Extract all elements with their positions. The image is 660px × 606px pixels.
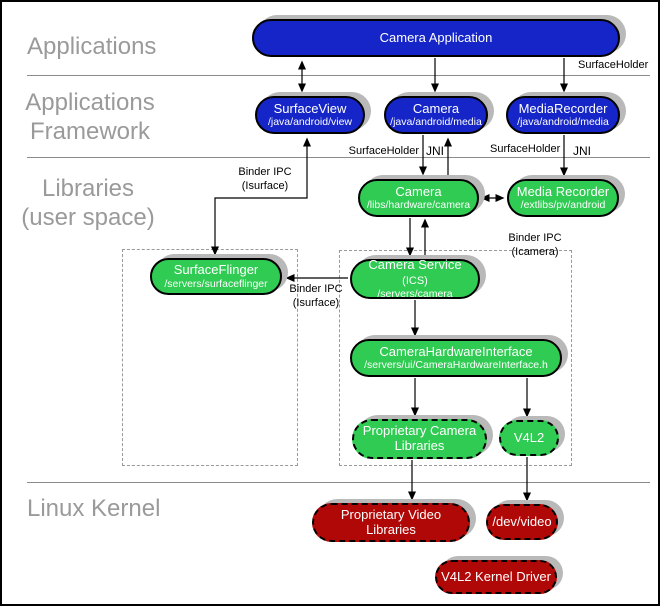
node-v4l2-title: V4L2 [513,429,545,445]
divider-libraries-kernel [27,482,650,483]
node-mediarecorder-java-path: /java/android/media [517,116,609,129]
node-mediarecorder-libs-title: Media Recorder [516,183,610,199]
layer-label-framework-line1: Applications [25,89,155,116]
layer-label-applications: Applications [27,33,157,60]
label-binder-ipc-isurface-mid: Binder IPC (Isurface) [284,283,348,311]
node-surfaceflinger: SurfaceFlinger /servers/surfaceflinger [150,258,282,295]
layer-label-libraries: Libraries (user space) [2,174,174,233]
label-surfaceholder-mediarecorder: SurfaceHolder [490,143,561,155]
node-dev-video: /dev/video [486,504,558,540]
node-camera-hardware-interface-path: /servers/ui/CameraHardwareInterface.h [364,359,548,372]
node-camera-libs: Camera /libs/hardware/camera [358,179,479,217]
node-camera-java-title: Camera [412,100,460,116]
layer-label-framework-line2: Framework [29,118,150,146]
node-camera-service-suffix: (ICS) [402,274,428,287]
node-surfaceview-path: /java/android/view [267,116,353,129]
label-binder-ipc-icamera: Binder IPC (Icamera) [490,232,580,260]
node-camera-hardware-interface: CameraHardwareInterface /servers/ui/Came… [350,339,562,377]
node-surfaceview-title: SurfaceView [273,100,347,116]
node-camera-service-title: Camera Service (ICS) [356,258,474,287]
node-camera-application-title: Camera Application [379,29,493,45]
node-v4l2-kernel-driver-title: V4L2 Kernel Driver [441,568,551,584]
surfaceflinger-group-rect [122,249,298,466]
label-surfaceholder-camera: SurfaceHolder [348,145,419,157]
layer-label-framework: Applications Framework [10,88,170,147]
label-binder-ipc-isurface-mid-line1: Binder IPC [289,283,343,295]
camera-service-group-rect [339,250,572,466]
node-surfaceview: SurfaceView /java/android/view [255,96,365,134]
node-mediarecorder-java: MediaRecorder /java/android/media [506,96,620,134]
node-proprietary-camera-libraries: Proprietary Camera Libraries [352,419,487,459]
node-surfaceflinger-title: SurfaceFlinger [173,262,259,278]
node-camera-service-name: Camera Service [368,257,462,273]
node-proprietary-video-libraries-title: Proprietary Video Libraries [340,506,442,537]
node-camera-hardware-interface-title: CameraHardwareInterface [379,343,533,359]
node-dev-video-title: /dev/video [492,513,552,529]
node-v4l2: V4L2 [499,420,559,456]
label-jni-mediarecorder: JNI [573,144,591,158]
label-jni-camera: JNI [426,144,444,158]
label-binder-ipc-isurface-mid-line2: (Isurface) [292,296,340,309]
divider-framework-libraries [27,157,650,158]
label-surfaceholder-top: SurfaceHolder [578,59,649,71]
node-mediarecorder-libs-path: /extlibs/pv/android [520,199,606,212]
node-camera-libs-path: /libs/hardware/camera [366,199,471,212]
node-camera-application: Camera Application [252,19,620,57]
node-v4l2-kernel-driver: V4L2 Kernel Driver [435,560,557,594]
node-camera-java-path: /java/android/media [390,116,482,129]
node-camera-java: Camera /java/android/media [384,96,488,134]
node-surfaceflinger-path: /servers/surfaceflinger [164,277,268,290]
node-mediarecorder-libs: Media Recorder /extlibs/pv/android [507,179,619,217]
label-binder-ipc-isurface-upper: Binder IPC (Isurface) [215,166,315,194]
label-binder-ipc-isurface-upper-line1: Binder IPC [238,166,292,178]
divider-applications-framework [27,75,650,76]
label-binder-ipc-icamera-line1: Binder IPC [508,232,562,244]
node-camera-service: Camera Service (ICS) /servers/camera [350,258,480,300]
label-binder-ipc-icamera-line2: (Icamera) [511,245,559,258]
layer-label-libraries-line2: (user space) [21,204,155,232]
layer-label-kernel: Linux Kernel [27,495,161,522]
layer-label-libraries-line1: Libraries [41,175,135,202]
node-camera-service-path: /servers/camera [377,287,453,300]
node-camera-libs-title: Camera [395,183,442,199]
node-mediarecorder-java-title: MediaRecorder [518,100,608,116]
label-binder-ipc-isurface-upper-line2: (Isurface) [241,179,289,192]
node-proprietary-camera-libraries-title: Proprietary Camera Libraries [362,423,477,453]
node-proprietary-video-libraries: Proprietary Video Libraries [312,503,470,542]
